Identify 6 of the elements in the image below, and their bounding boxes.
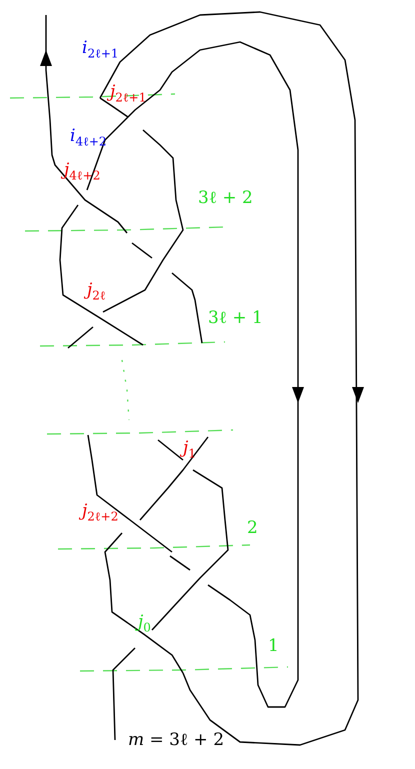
level-label: 3ℓ + 1: [208, 310, 263, 327]
crossing-label: i$_{2ℓ+1}$: [82, 40, 119, 60]
level-label: 2: [247, 520, 258, 537]
level-label: 1: [268, 638, 279, 655]
level-label: 3ℓ + 2: [198, 190, 253, 207]
formula-label: m = 3ℓ + 2: [128, 732, 224, 749]
